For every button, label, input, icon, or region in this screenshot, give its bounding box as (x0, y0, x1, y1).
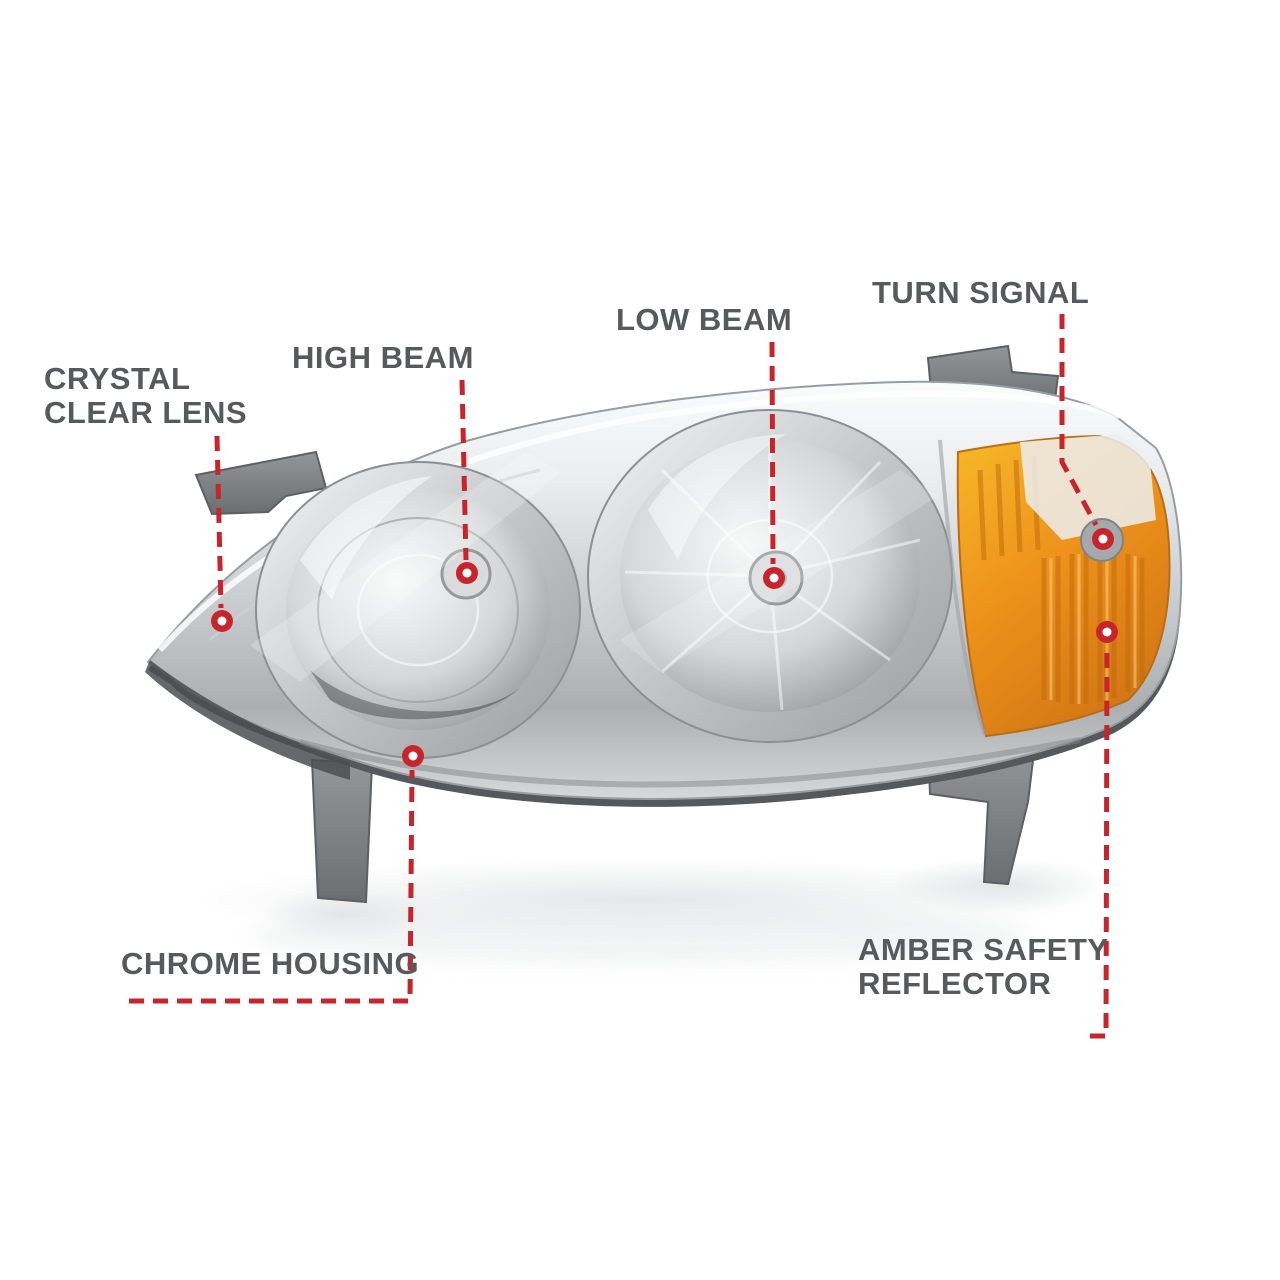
label-turn-signal: TURN SIGNAL (872, 275, 1090, 310)
high-beam-reflector (255, 461, 581, 759)
turn-signal-clear-lens (1020, 434, 1156, 540)
label-high-beam: HIGH BEAM (292, 340, 474, 375)
label-amber-line1: AMBER SAFETY (858, 932, 1109, 967)
low-beam-crescent-highlight (648, 434, 786, 560)
leader-low-beam (769, 341, 776, 565)
high-beam-crescent-highlight (300, 476, 432, 600)
marker-crystal-clear-lens (211, 610, 233, 632)
leader-amber-reflector (1090, 645, 1110, 1039)
label-amber-safety-reflector: AMBER SAFETY REFLECTOR (858, 933, 1109, 1001)
label-chrome-housing: CHROME HOUSING (121, 946, 420, 981)
leader-turn-signal (1059, 314, 1099, 527)
marker-turn-signal (1092, 528, 1114, 550)
label-amber-line2: REFLECTOR (858, 966, 1052, 1001)
label-crystal-clear-lens: CRYSTAL CLEAR LENS (44, 362, 247, 430)
marker-chrome-housing (402, 745, 424, 767)
leader-high-beam (459, 379, 469, 561)
marker-low-beam (763, 567, 785, 589)
label-crystal-line2: CLEAR LENS (44, 395, 248, 430)
lower-left-trim (145, 660, 350, 780)
ground-reflection (190, 857, 1110, 963)
label-low-beam: LOW BEAM (616, 302, 793, 337)
marker-high-beam (456, 562, 478, 584)
label-crystal-line1: CRYSTAL (44, 361, 191, 396)
amber-reflector-section (938, 434, 1171, 738)
bracket-leg-left (310, 758, 374, 904)
high-beam-lower-shade (310, 670, 520, 720)
bracket-left (194, 450, 328, 516)
leader-chrome-housing (129, 769, 415, 1004)
marker-amber-reflector (1096, 621, 1118, 643)
housing-bottom-lip (299, 737, 1081, 788)
callout-lines (129, 314, 1118, 1039)
turn-signal-divider (938, 439, 987, 736)
leader-crystal-clear-lens (214, 435, 224, 609)
